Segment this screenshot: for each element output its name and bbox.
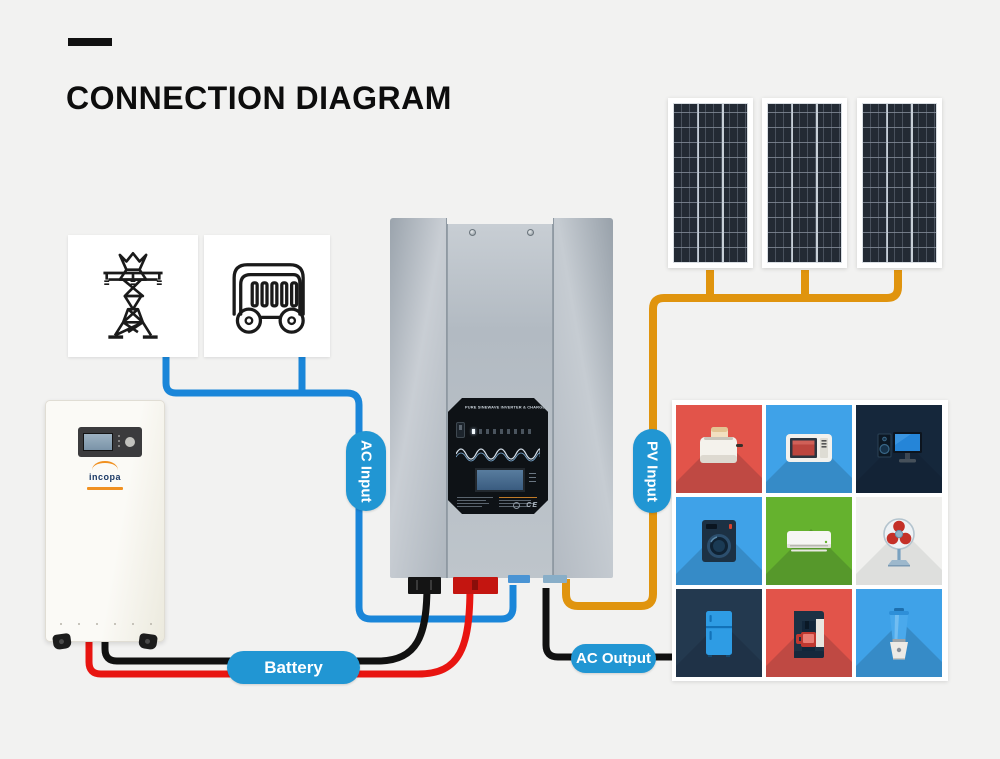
inverter-unit: PURE SINEWAVE INVERTER & CHARGER CE bbox=[390, 218, 613, 594]
appliance-tile-air-conditioner bbox=[766, 497, 852, 585]
solar-cells bbox=[673, 103, 748, 263]
inverter-left-flange bbox=[390, 218, 447, 578]
battery-power-button bbox=[125, 437, 135, 447]
solar-cells bbox=[862, 103, 937, 263]
desktop-computer-icon bbox=[877, 432, 922, 463]
spec-text-block bbox=[457, 497, 493, 509]
appliance-tile-computer bbox=[856, 405, 942, 493]
screw-icon bbox=[469, 229, 476, 236]
ac-output-label: AC Output bbox=[571, 644, 656, 673]
appliance-tile-coffee-maker bbox=[766, 589, 852, 677]
inverter-right-flange bbox=[553, 218, 613, 578]
pv-terminal-tab bbox=[543, 575, 567, 583]
screw-icon bbox=[527, 229, 534, 236]
solar-panel-2 bbox=[762, 98, 847, 268]
washing-machine-icon bbox=[702, 520, 736, 562]
led-indicators bbox=[472, 429, 531, 434]
generator-box bbox=[204, 235, 330, 357]
toaster-icon bbox=[700, 427, 743, 463]
title-dash bbox=[68, 38, 112, 46]
coffee-maker-icon bbox=[794, 611, 824, 658]
battery-label: Battery bbox=[227, 651, 360, 684]
sine-wave-graphic bbox=[456, 448, 540, 462]
caster-wheel bbox=[138, 632, 158, 651]
air-conditioner-icon bbox=[787, 531, 831, 552]
pv-input-label: PV Input bbox=[633, 429, 671, 513]
solar-panel-3 bbox=[857, 98, 942, 268]
appliance-grid bbox=[672, 400, 948, 681]
logo-word: incopa bbox=[88, 472, 121, 482]
ac-terminal-tab bbox=[508, 575, 530, 583]
ac-input-label: AC Input bbox=[346, 431, 386, 511]
solar-panel-1 bbox=[668, 98, 753, 268]
inverter-panel-title: PURE SINEWAVE INVERTER & CHARGER bbox=[465, 406, 549, 410]
appliance-tile-refrigerator bbox=[676, 589, 762, 677]
solar-cells bbox=[767, 103, 842, 263]
page-title: CONNECTION DIAGRAM bbox=[66, 80, 452, 116]
appliance-tile-washing-machine bbox=[676, 497, 762, 585]
battery-lcd bbox=[83, 433, 113, 451]
transmission-tower-icon bbox=[103, 251, 163, 339]
battery-positive-terminal bbox=[453, 577, 498, 594]
appliance-tile-toaster bbox=[676, 405, 762, 493]
certification-dot bbox=[513, 502, 520, 509]
ac-output-wire bbox=[542, 588, 676, 661]
battery-positive-wire bbox=[85, 585, 474, 678]
microwave-icon bbox=[786, 434, 832, 462]
battery-brand-logo: incopa bbox=[46, 461, 164, 490]
blender-icon bbox=[889, 608, 909, 660]
ce-mark: CE bbox=[526, 502, 538, 509]
battery-negative-wire bbox=[101, 585, 431, 665]
logo-swoosh bbox=[92, 461, 118, 470]
battery-terminal-block bbox=[408, 577, 441, 594]
battery-vent-dots bbox=[60, 623, 152, 625]
logo-tagline-bar bbox=[87, 487, 123, 490]
refrigerator-icon bbox=[706, 611, 732, 657]
battery-storage-unit: incopa bbox=[45, 400, 165, 651]
lcd-side-marks bbox=[529, 473, 536, 485]
generator-icon bbox=[232, 263, 305, 334]
stand-fan-icon bbox=[883, 518, 915, 567]
battery-leds bbox=[118, 435, 120, 450]
appliance-tile-microwave bbox=[766, 405, 852, 493]
battery-control-panel bbox=[78, 427, 142, 457]
appliance-tile-stand-fan bbox=[856, 497, 942, 585]
appliance-tile-blender bbox=[856, 589, 942, 677]
utility-grid-box bbox=[68, 235, 198, 357]
inverter-lcd-display bbox=[475, 468, 525, 492]
power-switch bbox=[456, 422, 465, 438]
inverter-control-panel: PURE SINEWAVE INVERTER & CHARGER CE bbox=[448, 398, 548, 514]
